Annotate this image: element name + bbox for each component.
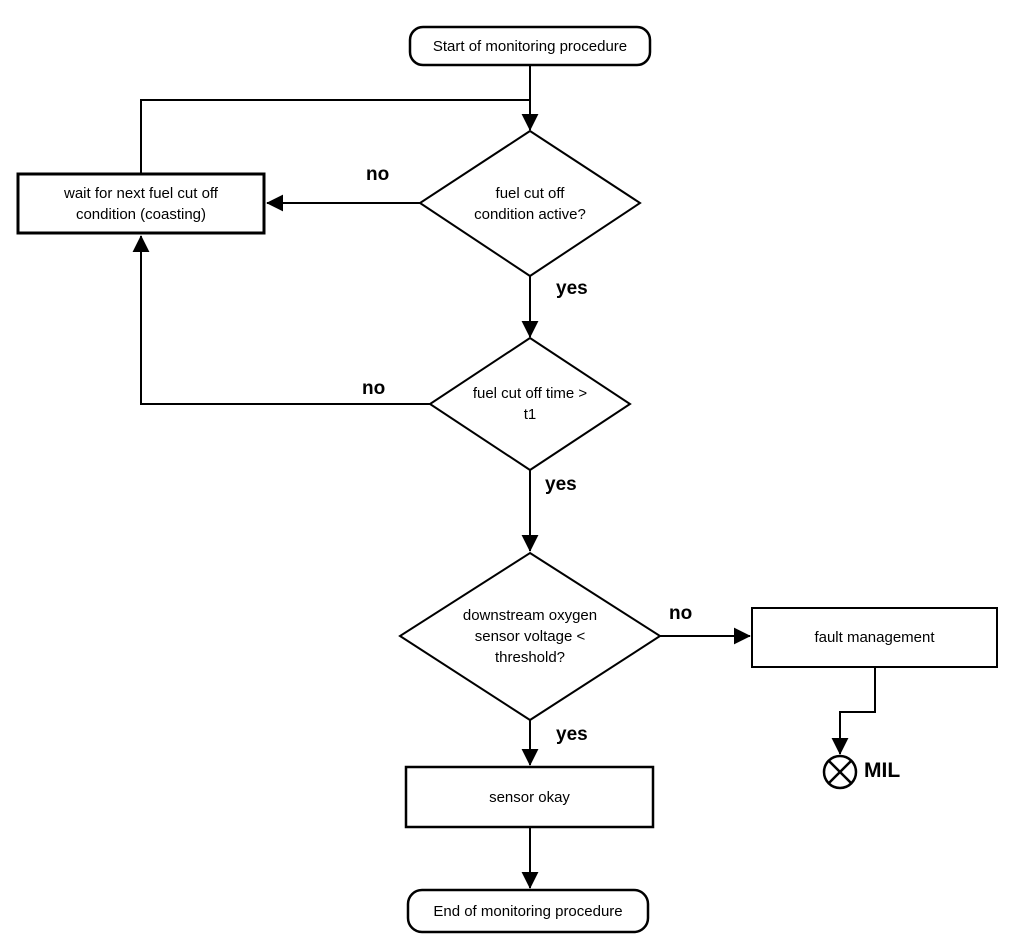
- end-terminator: [406, 888, 650, 934]
- decision-fuel-cut-off-condition-label: fuel cut off condition active?: [474, 185, 586, 223]
- decision-fuel-cut-off-condition: [418, 129, 642, 278]
- decision-sensor-voltage: [398, 551, 662, 722]
- mil-indicator-label: MIL: [864, 759, 901, 782]
- edge-label-condition-no: no: [366, 164, 390, 185]
- start-terminator-label: Start of monitoring procedure: [432, 37, 628, 55]
- edge-label-time-yes: yes: [545, 474, 577, 495]
- fault-management-box: [751, 607, 998, 668]
- edge-label-condition-yes: yes: [556, 278, 588, 299]
- edge-time-no: [132, 235, 430, 405]
- edge-fault-to-mil: [831, 667, 876, 755]
- edge-feedback-wait-to-condition: [140, 99, 530, 174]
- edge-label-voltage-no: no: [669, 603, 693, 624]
- wait-process-box: [16, 172, 266, 235]
- mil-indicator-icon: [822, 754, 858, 790]
- decision-fuel-cut-off-time: [428, 336, 632, 472]
- decision-sensor-voltage-label: downstream oxygen sensor voltage < thres…: [462, 606, 598, 666]
- sensor-okay-box: [404, 765, 655, 829]
- edge-label-time-no: no: [362, 378, 386, 399]
- sensor-okay-label: sensor okay: [489, 788, 570, 806]
- decision-fuel-cut-off-time-label: fuel cut off time > t1: [472, 385, 588, 423]
- end-terminator-label: End of monitoring procedure: [433, 902, 623, 920]
- start-terminator: [408, 25, 652, 67]
- fault-management-label: fault management: [814, 629, 935, 646]
- wait-process-label: wait for next fuel cut off condition (co…: [64, 184, 218, 223]
- edge-label-voltage-yes: yes: [556, 724, 588, 745]
